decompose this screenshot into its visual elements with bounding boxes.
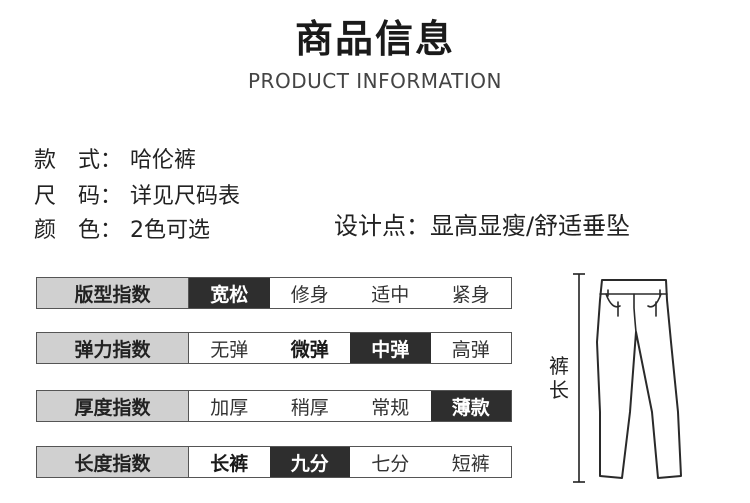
index-option: 适中 <box>371 283 410 306</box>
spec-size-value: 详见尺码表 <box>130 184 241 209</box>
index-option-selected: 薄款 <box>430 391 511 421</box>
index-row-thickness: 厚度指数 加厚 稍厚 常规 薄款 <box>36 390 512 422</box>
index-option: 修身 <box>290 283 329 306</box>
index-option-selected: 九分 <box>269 447 350 477</box>
index-option: 高弹 <box>451 338 490 361</box>
index-option: 紧身 <box>451 283 490 306</box>
index-option-selected: 中弹 <box>350 333 431 363</box>
index-row-stretch: 弹力指数 无弹 微弹 中弹 高弹 <box>36 332 512 364</box>
index-option: 常规 <box>371 396 410 419</box>
spec-size: 尺 码： 详见尺码表 <box>34 178 240 210</box>
index-option: 加厚 <box>210 396 249 419</box>
index-option: 无弹 <box>210 338 249 361</box>
index-option-selected: 宽松 <box>189 278 270 308</box>
index-option: 长裤 <box>210 452 249 475</box>
pants-diagram <box>560 262 740 494</box>
pants-length-label-line1: 裤 <box>549 354 569 378</box>
spec-style-value: 哈伦裤 <box>130 148 197 173</box>
index-row-fit: 版型指数 宽松 修身 适中 紧身 <box>36 277 512 309</box>
index-option: 七分 <box>371 452 410 475</box>
spec-color-value: 2色可选 <box>130 218 210 243</box>
pants-length-label-line2: 长 <box>549 378 569 402</box>
pants-length-label: 裤 长 <box>546 354 572 402</box>
index-option: 稍厚 <box>290 396 329 419</box>
index-option: 微弹 <box>290 338 329 361</box>
page-subtitle: PRODUCT INFORMATION <box>248 69 502 93</box>
spec-size-label: 尺 码： <box>34 184 123 209</box>
design-point: 设计点：显高显瘦/舒适垂坠 <box>334 212 631 240</box>
index-option: 短裤 <box>451 452 490 475</box>
pants-icon <box>573 273 682 483</box>
spec-color-label: 颜 色： <box>34 218 123 243</box>
index-row-length: 长度指数 长裤 九分 七分 短裤 <box>36 446 512 478</box>
page-title: 商品信息 <box>294 17 455 61</box>
index-label-stretch: 弹力指数 <box>37 333 189 363</box>
spec-color: 颜 色： 2色可选 <box>34 212 210 244</box>
index-label-fit: 版型指数 <box>37 278 189 308</box>
spec-style-label: 款 式： <box>34 148 123 173</box>
index-label-length: 长度指数 <box>37 447 189 477</box>
index-label-thickness: 厚度指数 <box>37 391 189 421</box>
spec-style: 款 式： 哈伦裤 <box>34 142 196 174</box>
